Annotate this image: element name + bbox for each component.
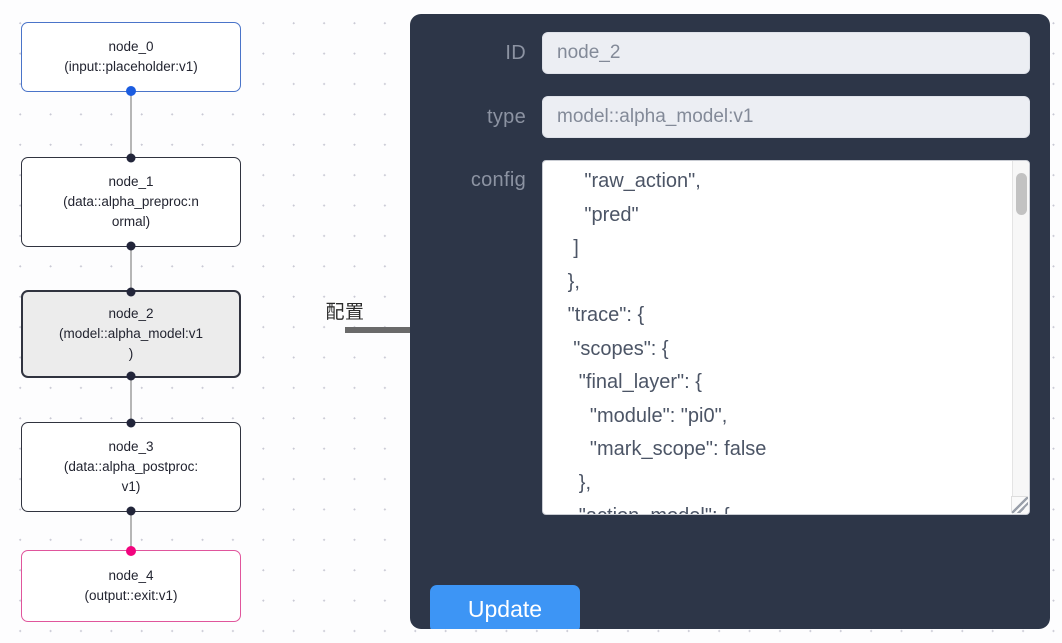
node-node_2-handle-top[interactable] [126,287,136,297]
node-node_3-label: node_3 (data::alpha_postproc: v1) [63,439,199,494]
annotation-label: 配置 [325,301,365,323]
annotation-configure: 配置 [290,300,437,338]
node-node_1-handle-bottom[interactable] [126,241,136,251]
config-scrollbar[interactable] [1012,161,1029,514]
node-config-panel: ID node_2 type model::alpha_model:v1 con… [410,14,1050,629]
node-node_3-handle-bottom[interactable] [126,506,136,516]
node-node_0[interactable]: node_0 (input::placeholder:v1) [21,22,241,96]
node-node_0-handle-bottom[interactable] [126,86,136,96]
update-button[interactable]: Update [430,585,580,629]
edge-node3-node4 [130,512,132,550]
node-node_3-handle-top[interactable] [126,418,136,428]
edge-node0-node1 [130,90,132,158]
node-node_4-label: node_4 (output::exit:v1) [84,568,178,603]
node-node_2[interactable]: node_2 (model::alpha_model:v1 ) [21,287,241,381]
type-field-label: type [486,105,526,128]
node-node_3[interactable]: node_3 (data::alpha_postproc: v1) [21,418,241,516]
node-node_1-handle-top[interactable] [126,153,136,163]
node-node_1-label: node_1 (data::alpha_preproc:n ormal) [63,174,199,229]
edge-node2-node3 [130,378,132,422]
node-node_2-handle-bottom[interactable] [126,371,136,381]
node-node_4-handle-top[interactable] [126,546,136,556]
config-scrollbar-thumb[interactable] [1016,173,1027,215]
field-row-config: config "raw_action", "pred" ] }, "trace"… [430,160,1030,515]
node-node_1[interactable]: node_1 (data::alpha_preproc:n ormal) [21,153,241,251]
id-field-label: ID [505,41,526,64]
node-node_2-label: node_2 (model::alpha_model:v1 ) [58,306,204,361]
node-node_4[interactable]: node_4 (output::exit:v1) [21,546,241,622]
edge-node1-node2 [130,247,132,291]
config-textarea[interactable]: "raw_action", "pred" ] }, "trace": { "sc… [567,170,767,514]
resize-grip-icon[interactable] [1011,496,1028,513]
field-row-id: ID node_2 [430,32,1030,74]
config-textarea-wrapper[interactable]: "raw_action", "pred" ] }, "trace": { "sc… [542,160,1030,515]
config-field-label: config [470,169,526,191]
type-input[interactable]: model::alpha_model:v1 [542,96,1030,138]
node-node_0-label: node_0 (input::placeholder:v1) [64,39,198,74]
field-row-type: type model::alpha_model:v1 [430,96,1030,138]
id-input[interactable]: node_2 [542,32,1030,74]
